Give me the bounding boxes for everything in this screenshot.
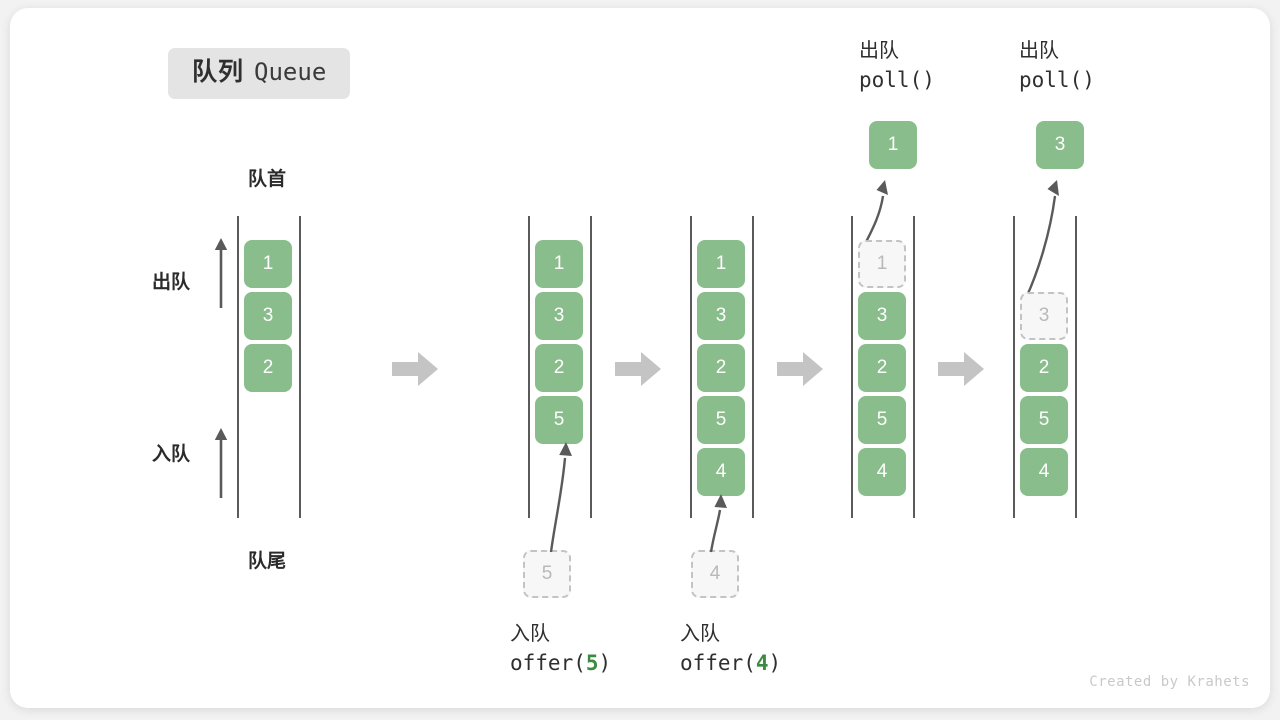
queue-element: 1: [697, 240, 745, 288]
rail-left: [237, 216, 239, 518]
operation-caption-cn: 出队: [1019, 40, 1059, 62]
dequeue-direction-label: 出队: [152, 272, 191, 293]
operation-caption-offer-5: 入队 offer(5): [510, 621, 611, 678]
incoming-element-ghost: 4: [691, 550, 739, 598]
dequeued-element-ghost: 3: [1020, 292, 1068, 340]
operation-caption-cn: 出队: [859, 40, 899, 62]
rail-right: [913, 216, 915, 518]
queue-element: 5: [1020, 396, 1068, 444]
rail-left: [851, 216, 853, 518]
credit-text: Created by Krahets: [1089, 674, 1250, 690]
rail-right: [299, 216, 301, 518]
queue-element: 1: [535, 240, 583, 288]
queue-element: 2: [858, 344, 906, 392]
enqueue-motion-arrow-icon: [709, 494, 727, 553]
queue-element: 2: [535, 344, 583, 392]
dequeued-element-ghost: 1: [858, 240, 906, 288]
queue-head-label: 队首: [248, 169, 287, 190]
step-transition-arrow-icon: [938, 352, 984, 386]
diagram-card: 队列 Queue 队首 队尾 出队 入队 1 3 2: [10, 8, 1270, 708]
queue-element: 2: [697, 344, 745, 392]
operation-caption-code: poll(): [1019, 67, 1095, 92]
queue-element: 2: [1020, 344, 1068, 392]
operation-caption-poll-1: 出队 poll(): [859, 38, 935, 95]
dequeue-motion-arrow-icon: [1024, 180, 1059, 299]
operation-caption-offer-4: 入队 offer(4): [680, 621, 781, 678]
operation-caption-code: offer(5): [510, 650, 612, 675]
rail-left: [528, 216, 530, 518]
rail-right: [590, 216, 592, 518]
dequeued-element: 1: [869, 121, 917, 169]
title-chinese: 队列: [192, 58, 245, 86]
diagram-title-badge: 队列 Queue: [168, 48, 351, 99]
operation-caption-cn: 入队: [510, 623, 550, 645]
enqueue-direction-arrow-icon: [214, 428, 228, 498]
operation-caption-code: offer(4): [680, 650, 782, 675]
enqueue-direction-label: 入队: [152, 444, 191, 465]
step-transition-arrow-icon: [777, 352, 823, 386]
queue-element: 5: [858, 396, 906, 444]
queue-element: 3: [858, 292, 906, 340]
step-transition-arrow-icon: [392, 352, 438, 386]
rail-left: [690, 216, 692, 518]
operation-caption-poll-3: 出队 poll(): [1019, 38, 1095, 95]
dequeued-element: 3: [1036, 121, 1084, 169]
rail-right: [752, 216, 754, 518]
title-english: Queue: [254, 58, 327, 86]
operation-caption-cn: 入队: [680, 623, 720, 645]
queue-element: 5: [697, 396, 745, 444]
dequeue-direction-arrow-icon: [214, 238, 228, 308]
queue-element: 1: [244, 240, 292, 288]
operation-caption-code: poll(): [859, 67, 935, 92]
rail-right: [1075, 216, 1077, 518]
queue-element: 3: [244, 292, 292, 340]
rail-left: [1013, 216, 1015, 518]
queue-element: 2: [244, 344, 292, 392]
queue-element: 3: [535, 292, 583, 340]
incoming-element-ghost: 5: [523, 550, 571, 598]
queue-element: 4: [1020, 448, 1068, 496]
step-transition-arrow-icon: [615, 352, 661, 386]
queue-tail-label: 队尾: [248, 551, 287, 572]
diagram-stage: 队列 Queue 队首 队尾 出队 入队 1 3 2: [10, 8, 1270, 708]
queue-element: 3: [697, 292, 745, 340]
queue-element-new: 5: [535, 396, 583, 444]
dequeue-motion-arrow-icon: [862, 180, 888, 247]
queue-element-new: 4: [697, 448, 745, 496]
enqueue-motion-arrow-icon: [549, 442, 572, 553]
queue-element: 4: [858, 448, 906, 496]
